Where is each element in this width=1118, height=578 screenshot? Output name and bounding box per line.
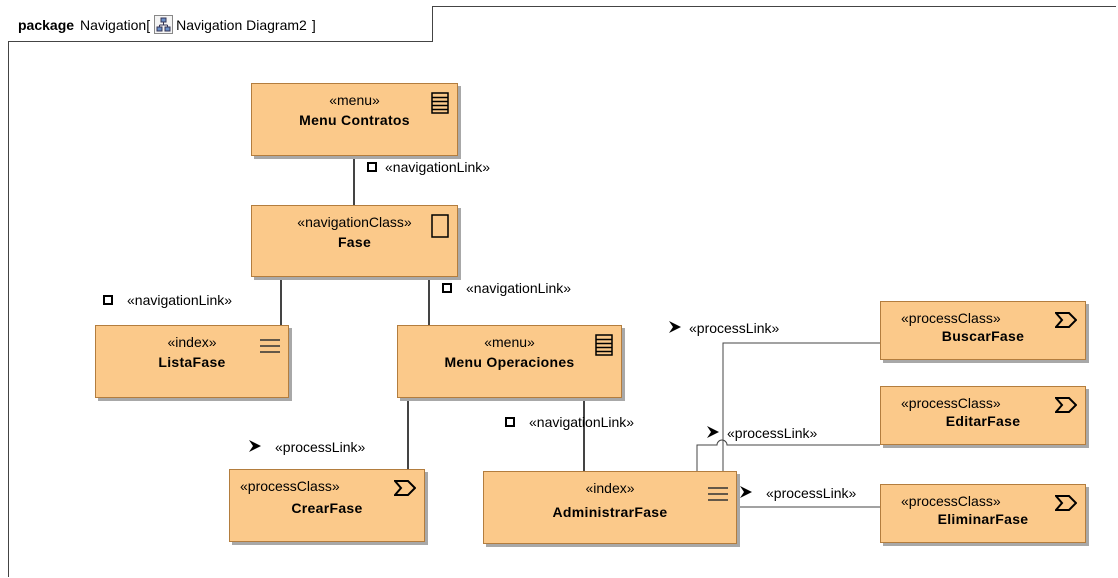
node-menu-operaciones[interactable]: «menu» Menu Operaciones [397,325,622,398]
link-text: «navigationLink» [529,414,635,430]
navigation-link-marker-icon [442,283,452,293]
navigation-link-marker-icon [103,295,113,305]
navigation-class-icon [431,214,449,243]
node-fase[interactable]: «navigationClass» Fase [251,205,458,277]
link-text: «processLink» [727,425,818,441]
node-administrar-fase[interactable]: «index» AdministrarFase [483,471,737,544]
navigation-link-label: «navigationLink» [442,280,571,296]
package-name: Navigation [80,16,147,33]
node-stereotype: «menu» [329,92,380,108]
link-text: «navigationLink» [466,280,572,296]
node-name: AdministrarFase [552,504,668,520]
process-icon [392,480,417,501]
close-bracket: ] [311,16,316,33]
node-stereotype: «processClass» [240,478,340,494]
diagram-header: package Navigation [ Navigation Diagram2… [18,15,316,34]
node-stereotype: «index» [585,480,635,496]
node-editar-fase[interactable]: «processClass» EditarFase [880,386,1086,445]
node-name: EditarFase [945,413,1021,429]
node-name: Menu Contratos [299,112,410,128]
diagram-name: Navigation Diagram2 [176,16,307,33]
diagram-header-tab: package Navigation [ Navigation Diagram2… [8,6,433,42]
node-name: ListaFase [158,354,226,370]
menu-icon [595,334,613,361]
index-icon [708,486,728,507]
process-link-arrow-icon [249,439,261,455]
link-text: «navigationLink» [127,292,233,308]
node-stereotype: «processClass» [901,493,1001,509]
node-name: EliminarFase [937,511,1029,527]
navigation-link-marker-icon [505,417,515,427]
node-name: Menu Operaciones [444,354,575,370]
node-stereotype: «navigationClass» [297,214,412,230]
node-name: BuscarFase [941,328,1025,344]
process-link-label: «processLink» [669,320,779,336]
process-link-arrow-icon [707,425,719,441]
process-icon [1053,397,1078,418]
navigation-link-marker-icon [367,162,377,172]
node-stereotype: «index» [167,334,217,350]
process-link-label: «processLink» [707,425,817,441]
process-link-label: «processLink» [740,485,856,501]
diagram-frame [8,6,1116,577]
link-text: «navigationLink» [385,159,491,175]
node-stereotype: «processClass» [901,395,1001,411]
node-crear-fase[interactable]: «processClass» CrearFase [229,469,425,542]
process-icon [1053,495,1078,516]
diagram-icon [154,15,174,34]
edge-administrarfase-editarfase [696,439,880,471]
menu-icon [431,92,449,119]
process-icon [1053,312,1078,333]
package-keyword: package [18,16,75,33]
node-lista-fase[interactable]: «index» ListaFase [95,325,289,398]
link-text: «processLink» [689,320,780,336]
node-name: Fase [337,234,372,250]
edge-administrarfase-buscarfase [722,342,880,471]
navigation-link-label: «navigationLink» [505,414,634,430]
process-link-arrow-icon [740,485,752,501]
link-text: «processLink» [275,439,366,455]
process-link-arrow-icon [669,320,681,336]
node-buscar-fase[interactable]: «processClass» BuscarFase [880,301,1086,360]
navigation-link-label: «navigationLink» [103,292,232,308]
node-eliminar-fase[interactable]: «processClass» EliminarFase [880,484,1086,543]
node-stereotype: «processClass» [901,310,1001,326]
node-name: CrearFase [291,500,363,516]
link-text: «processLink» [766,485,857,501]
node-stereotype: «menu» [484,334,535,350]
navigation-link-label: «navigationLink» [367,159,490,175]
node-menu-contratos[interactable]: «menu» Menu Contratos [251,83,458,156]
process-link-label: «processLink» [249,439,365,455]
open-bracket: [ [146,16,151,33]
index-icon [260,338,280,359]
